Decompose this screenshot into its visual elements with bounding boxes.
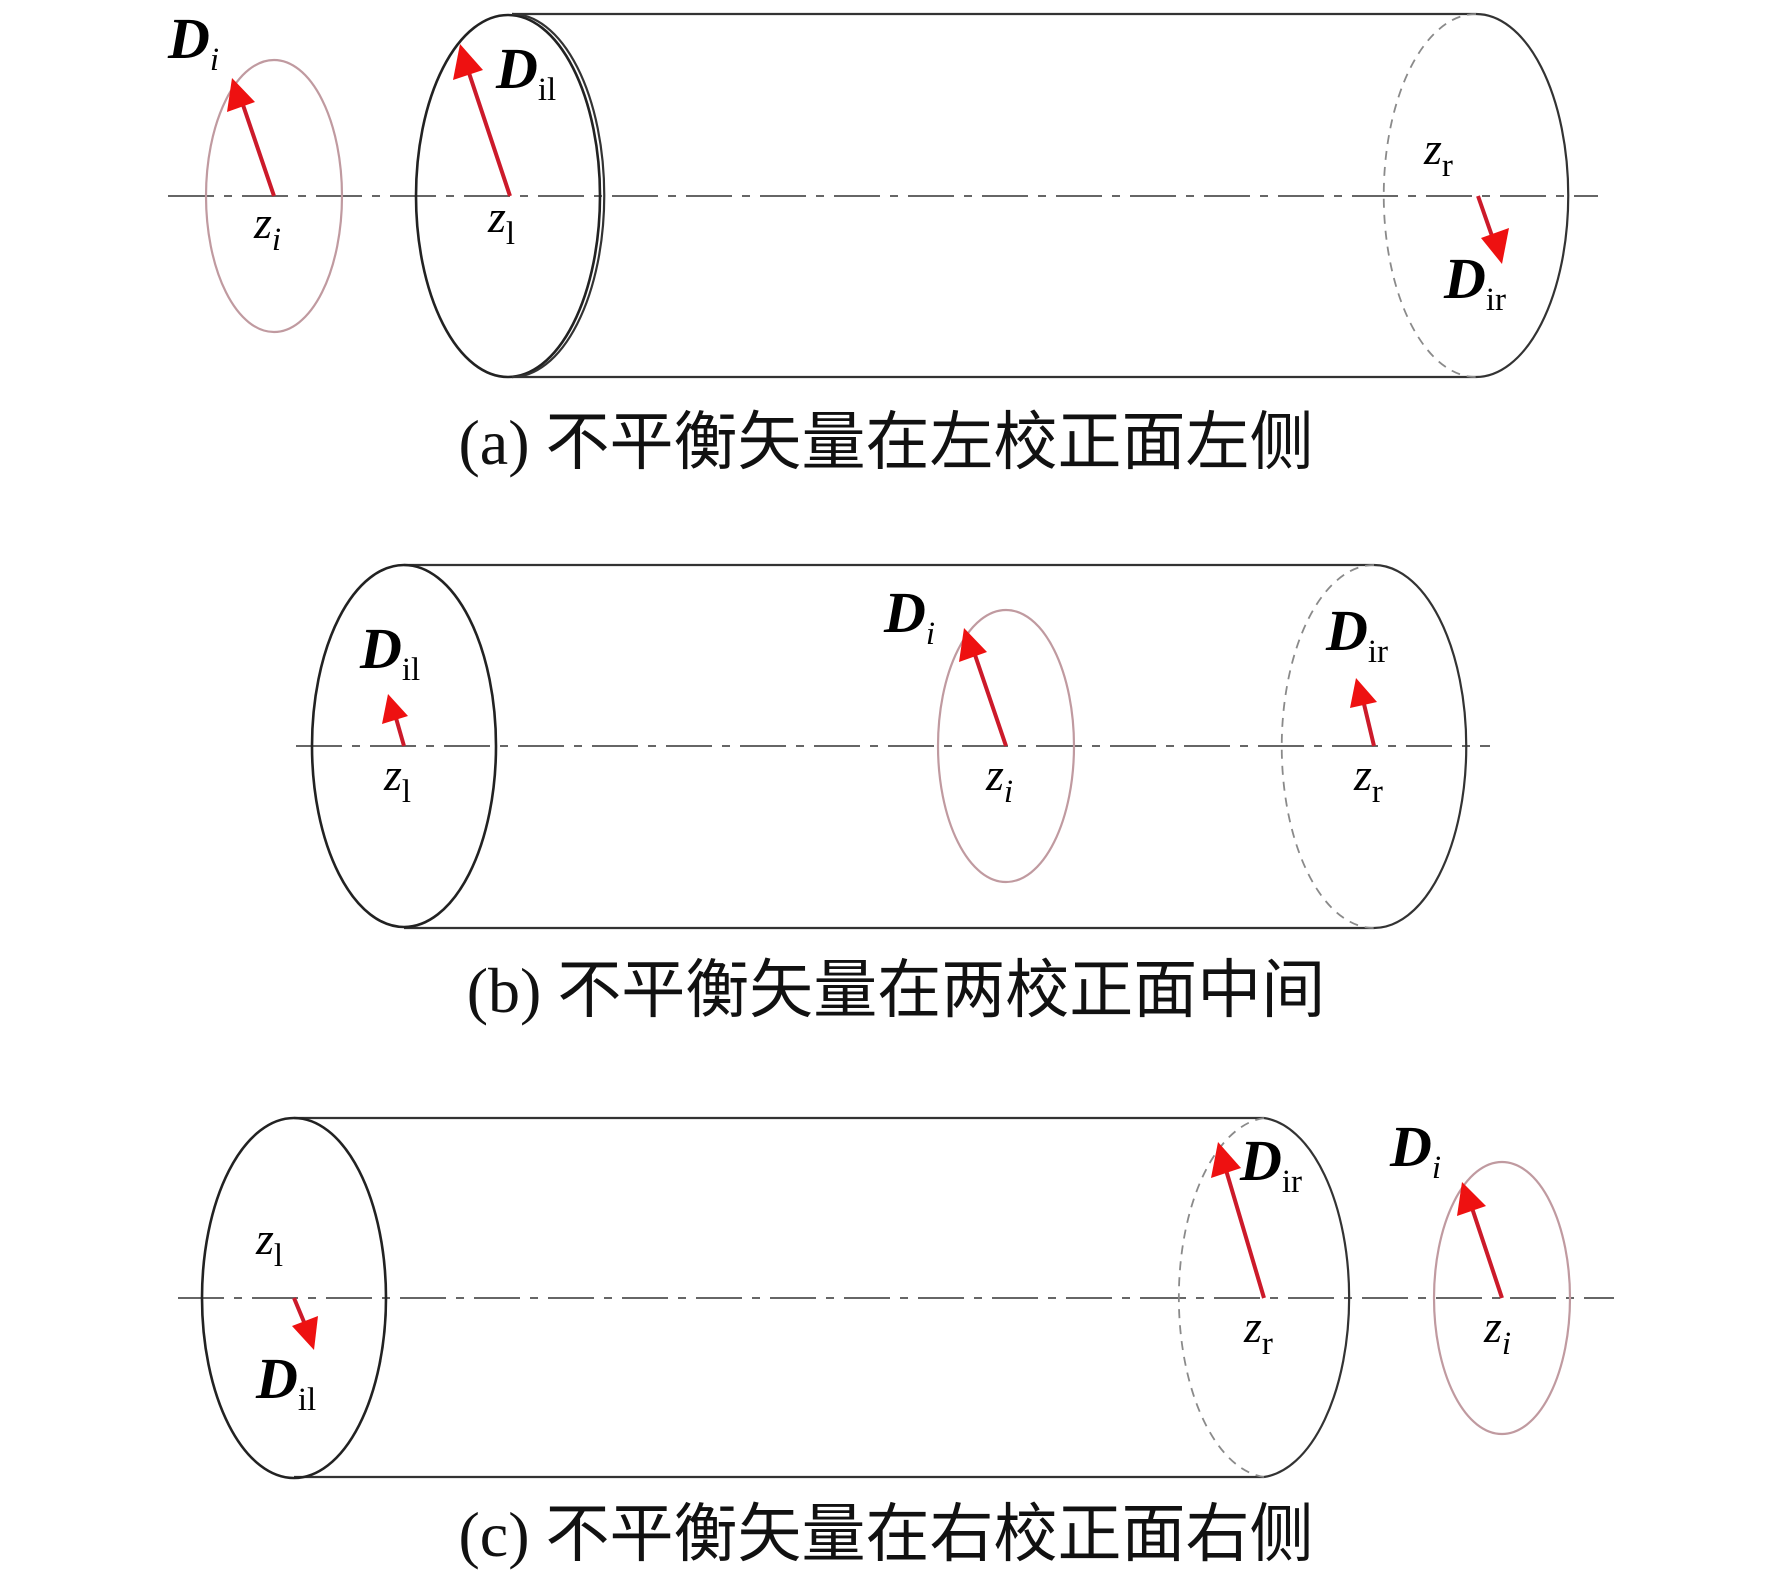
label-zi-c: zi <box>1483 1301 1511 1362</box>
left-correction-plane-a <box>414 13 602 379</box>
vector-Dir-c <box>1211 1142 1266 1299</box>
left-correction-plane-c <box>200 1116 388 1480</box>
vector-Dir-a <box>1476 195 1509 264</box>
vector-Di-c <box>1457 1182 1504 1299</box>
panel-c: Di Dir Dil zi zl zr (c) 不平衡矢量在右校正面右侧 <box>178 1114 1614 1570</box>
panel-b: Di Dil Dir zi zl zr (b) 不平衡矢量在两校正面中间 <box>296 563 1490 1026</box>
unbalance-plane-c <box>1432 1160 1572 1436</box>
right-plane-hidden-a <box>1382 13 1477 378</box>
vector-Di-a <box>227 78 276 197</box>
caption-c: (c) 不平衡矢量在右校正面右侧 <box>458 1499 1313 1570</box>
unbalance-plane-a <box>204 58 344 334</box>
label-zl-b: zl <box>383 749 411 810</box>
vector-Dil-a <box>453 44 512 197</box>
caption-b: (b) 不平衡矢量在两校正面中间 <box>467 955 1326 1026</box>
right-plane-hidden-b <box>1280 564 1375 929</box>
label-Di-c: Di <box>1389 1114 1441 1186</box>
label-zr-c: zr <box>1243 1301 1273 1362</box>
label-zi-b: zi <box>985 749 1013 810</box>
right-plane-visible-c <box>1263 1116 1351 1479</box>
label-Dir-a: Dir <box>1443 246 1506 318</box>
right-plane-hidden-c <box>1177 1117 1265 1478</box>
caption-a: (a) 不平衡矢量在左校正面左侧 <box>458 407 1313 478</box>
label-Dil-c: Dil <box>255 1346 316 1418</box>
label-Dil-b: Dil <box>359 616 420 688</box>
vector-Dir-b <box>1350 678 1377 747</box>
label-zr-b: zr <box>1353 749 1383 810</box>
label-Di-a: Di <box>167 6 219 78</box>
right-plane-visible-b <box>1373 563 1468 930</box>
unbalance-plane-b <box>936 608 1076 884</box>
label-zl-a: zl <box>487 191 515 252</box>
label-Dir-c: Dir <box>1239 1128 1302 1200</box>
label-zr-a: zr <box>1423 123 1453 184</box>
label-Dir-b: Dir <box>1325 598 1388 670</box>
label-zi-a: zi <box>253 197 281 258</box>
vector-Dil-b <box>382 694 408 747</box>
right-plane-visible-a <box>1475 12 1570 379</box>
label-zl-c: zl <box>255 1213 283 1274</box>
label-Di-b: Di <box>883 580 935 652</box>
vector-Di-b <box>959 628 1008 747</box>
left-correction-plane-b <box>310 563 498 929</box>
label-Dil-a: Dil <box>495 36 556 108</box>
panel-a: Di Dil Dir zi zl zr (a) 不平衡矢量在左校正面左侧 <box>167 6 1598 478</box>
vector-Dil-c <box>292 1297 318 1350</box>
left-plane-rim-a <box>511 12 606 379</box>
